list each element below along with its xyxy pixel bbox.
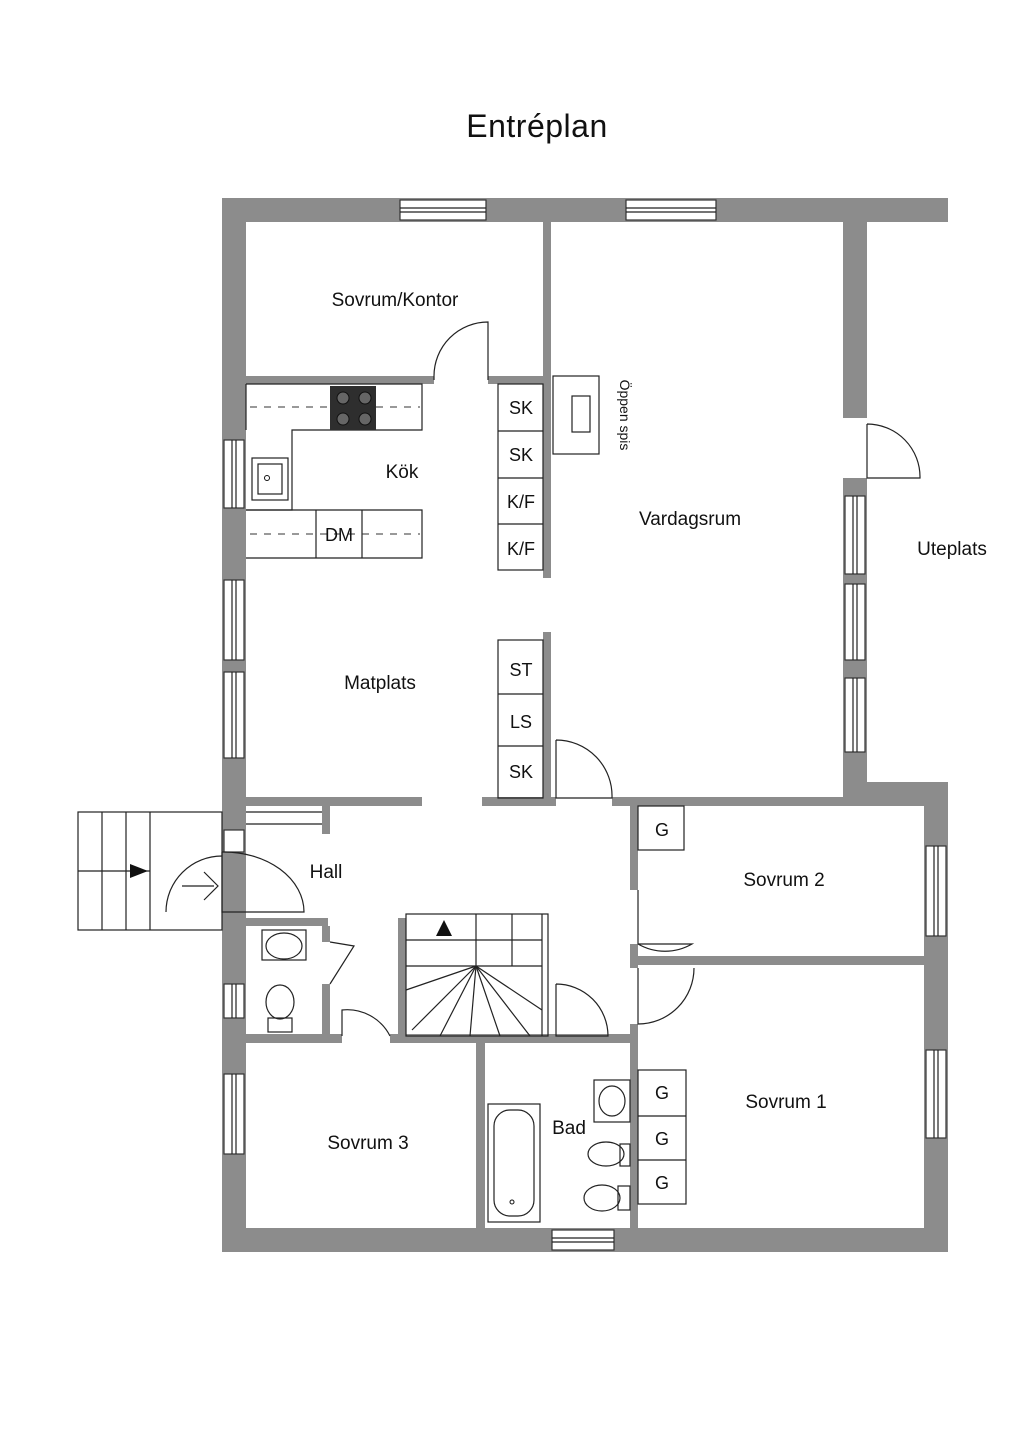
storage-columns (497, 383, 544, 799)
bathroom-sink-icon (593, 1079, 631, 1123)
label-oppen-spis: Öppen spis (617, 380, 634, 451)
window-living-east-3 (844, 677, 866, 753)
bathtub-icon (487, 1103, 541, 1223)
window-hall (223, 829, 245, 853)
door-living (555, 739, 613, 799)
room-vardagsrum: Vardagsrum (639, 509, 741, 530)
room-sovrum-kontor: Sovrum/Kontor (332, 290, 459, 311)
wall-wc-top (246, 918, 328, 926)
label-dm: DM (325, 525, 353, 545)
label-sk-1: SK (509, 398, 533, 418)
window-bedroom2 (925, 845, 947, 937)
label-st: ST (509, 660, 532, 680)
window-bedroom1 (925, 1049, 947, 1139)
door-bedroom3 (341, 1009, 391, 1037)
label-sk-2: SK (509, 445, 533, 465)
bidet-icon (587, 1141, 625, 1167)
wall-office-living-divider (543, 222, 551, 578)
wall-stair-left (398, 918, 406, 1038)
staircase (405, 913, 549, 1037)
stair-up-arrow-icon (436, 920, 452, 936)
entry-direction-icon (203, 871, 219, 901)
room-kok: Kök (386, 462, 419, 483)
door-bedroom1 (637, 967, 695, 1025)
room-sovrum2: Sovrum 2 (743, 870, 824, 891)
window-bedroom3 (223, 1073, 245, 1155)
wall-living-bottom (612, 797, 844, 806)
label-kf-1: K/F (507, 492, 535, 512)
bathroom-toilet-icon (583, 1184, 621, 1212)
walls (222, 198, 948, 1252)
labels: Sovrum/Kontor Kök Vardagsrum Uteplats Ma… (310, 290, 987, 1193)
room-bad: Bad (552, 1118, 586, 1139)
window-wc (223, 983, 245, 1019)
label-kf-2: K/F (507, 539, 535, 559)
wall-bed2-bed1 (630, 956, 924, 965)
door-bedroom2 (637, 890, 695, 952)
wall-office-bottom-left (246, 376, 434, 384)
entrance-arrow-icon (130, 864, 148, 878)
label-sk-3: SK (509, 762, 533, 782)
wall-top (222, 198, 948, 222)
room-sovrum3: Sovrum 3 (327, 1133, 408, 1154)
wall-office-bottom-right (488, 376, 544, 384)
room-matplats: Matplats (344, 673, 416, 694)
area-uteplats: Uteplats (917, 539, 987, 560)
plan-title: Entréplan (466, 108, 608, 144)
wall-wc-right (322, 984, 330, 1034)
wall-living-east-upper (843, 198, 867, 418)
kitchen-fixtures (245, 383, 423, 559)
wc-toilet-icon (265, 984, 295, 1020)
room-sovrum1: Sovrum 1 (745, 1092, 826, 1113)
door-entrance (221, 851, 305, 913)
wall-hall-stub (322, 806, 330, 834)
bathroom-fixtures (487, 1079, 631, 1223)
door-bathroom (555, 983, 609, 1037)
window-dining-2 (223, 671, 245, 759)
label-g-2: G (655, 1083, 669, 1103)
window-office (399, 199, 487, 221)
label-g-1: G (655, 820, 669, 840)
wall-living-divider-lower (543, 632, 551, 798)
window-dining-1 (223, 579, 245, 661)
entrance-steps (77, 811, 223, 931)
windows (223, 199, 947, 1251)
kitchen-sink-icon (251, 457, 289, 501)
wall-sov3-bad (476, 1043, 485, 1228)
door-wc (329, 941, 355, 985)
doors (165, 321, 921, 1037)
wall-bed1-left (630, 1024, 638, 1228)
window-living-east-1 (844, 495, 866, 575)
wc-fixtures (261, 929, 307, 1033)
wall-hall-bottom (390, 1034, 632, 1043)
room-hall: Hall (310, 862, 343, 883)
wardrobes (637, 805, 687, 1205)
wall-dining-bottom (246, 797, 422, 806)
wall-wc-right-top (322, 926, 330, 942)
door-terrace (866, 423, 921, 479)
window-kitchen (223, 439, 245, 509)
door-entrance-outer (165, 855, 223, 913)
wall-bed2-left-upper (630, 806, 638, 890)
window-living-east-2 (844, 583, 866, 661)
label-ls: LS (510, 712, 532, 732)
label-g-3: G (655, 1129, 669, 1149)
window-living-top (625, 199, 717, 221)
window-bathroom (551, 1229, 615, 1251)
fireplace (552, 375, 600, 455)
wall-dining-bottom-right (482, 797, 556, 806)
label-g-4: G (655, 1173, 669, 1193)
wc-sink-icon (265, 932, 303, 960)
wall-wc-bottom (246, 1034, 342, 1043)
door-office (433, 321, 489, 380)
